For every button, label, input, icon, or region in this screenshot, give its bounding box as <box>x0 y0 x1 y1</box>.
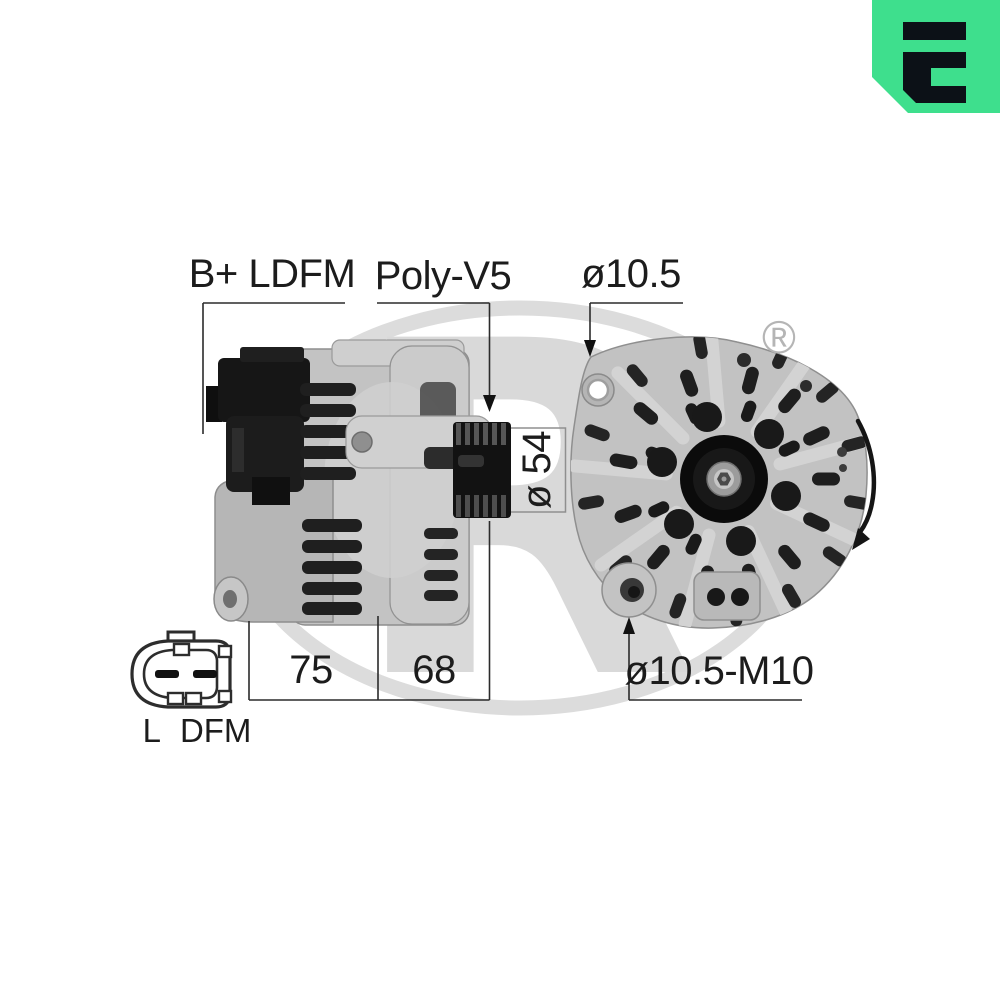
belt-arrowhead <box>483 395 496 412</box>
registered-trademark-symbol: ® <box>762 311 796 363</box>
connector-pinout-icon <box>130 630 233 709</box>
alternator-side-photo <box>206 339 493 626</box>
terminal-leader-line <box>202 302 345 434</box>
pin-l <box>155 670 179 678</box>
belt-type-label: Poly-V5 <box>374 254 512 298</box>
bottom-mount-boss <box>601 562 657 618</box>
pulley-diameter-label: ø 54 <box>515 430 559 510</box>
rotation-direction-arrow-icon <box>852 418 877 550</box>
pin-dfm <box>193 670 217 678</box>
dimension-68-label: 68 <box>412 648 456 692</box>
belt-leader-line <box>377 302 491 398</box>
connector-pins-label: L DFM <box>143 712 252 750</box>
top-mount-hole <box>581 373 615 407</box>
bottom-hole-leader-line <box>628 631 802 701</box>
pulley-side-view <box>453 422 511 518</box>
era-logo-icon <box>872 0 1000 113</box>
dimension-lines <box>202 302 802 701</box>
pin-label-dfm: DFM <box>179 712 252 749</box>
pulley-shadow-lobes <box>647 402 801 556</box>
terminal-connector-block <box>206 347 310 505</box>
era-e-mark <box>903 22 966 103</box>
bottom-hole-arrowhead <box>623 617 635 634</box>
terminal-label: B+ LDFM <box>188 252 356 296</box>
width-dim-box <box>248 616 490 701</box>
pulley-front-view <box>680 435 768 523</box>
bottom-hole-thread-label: ø10.5-M10 <box>624 649 814 693</box>
dimension-75-label: 75 <box>289 648 333 692</box>
top-hole-leader-line <box>589 302 683 343</box>
pin-label-l: L <box>142 712 161 749</box>
top-hole-arrowhead <box>584 340 596 357</box>
bottom-foot <box>693 571 761 621</box>
alternator-front-photo <box>570 336 868 629</box>
top-hole-diameter-label: ø10.5 <box>581 252 681 296</box>
arrowheads <box>483 340 635 634</box>
